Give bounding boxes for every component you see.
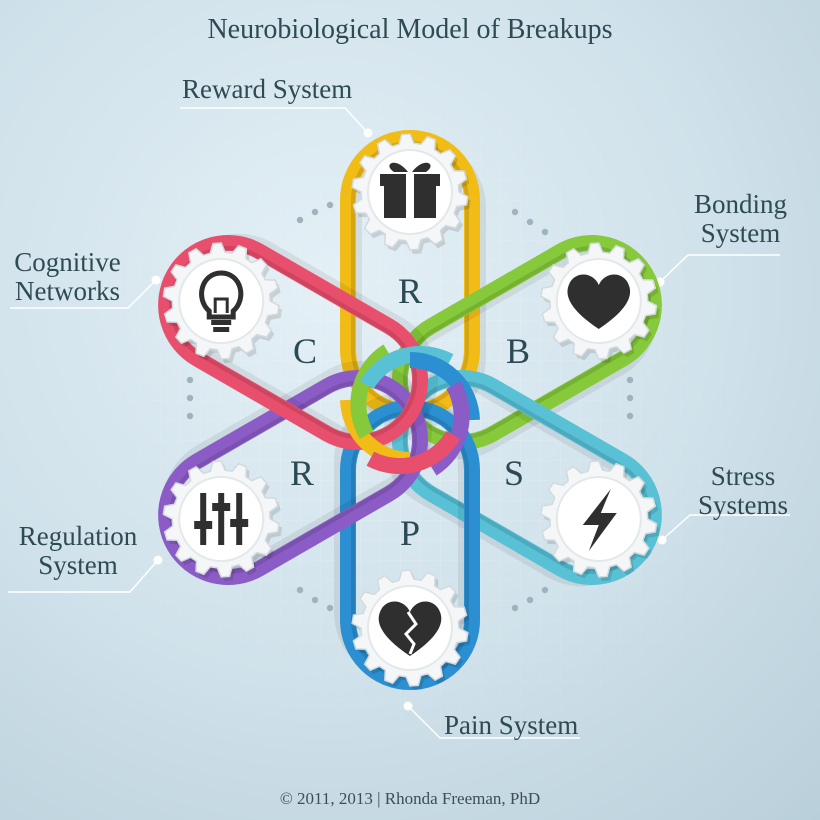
label-cognitive-line-2: Networks <box>15 276 120 307</box>
chain-link-overlap-stress <box>359 345 454 390</box>
label-stress-line-2: Systems <box>697 490 789 521</box>
gear-reward <box>351 133 471 254</box>
cycle-arrow-dot <box>541 228 549 236</box>
gift-icon <box>380 162 440 218</box>
cycle-arrow-dot <box>326 201 334 209</box>
label-regulation-line-1: Regulation <box>18 521 138 551</box>
lightning-icon <box>582 489 617 551</box>
label-connector-line <box>661 514 790 541</box>
lightbulb-icon <box>199 270 244 332</box>
gear-stress <box>540 460 660 581</box>
label-stress-systems: Stress Systems <box>688 461 798 521</box>
label-connector-line <box>407 705 580 739</box>
label-connector-dot <box>151 275 161 285</box>
letter-reward: R <box>397 271 422 311</box>
chain-link-front-arc <box>359 345 454 390</box>
heart-icon <box>567 274 631 329</box>
chain-link-front-arc <box>366 430 461 475</box>
label-reward-system: Reward System <box>182 74 353 104</box>
label-connector-line <box>180 107 369 134</box>
cycle-arrow-dot <box>326 604 334 612</box>
label-stress-line-1: Stress <box>710 461 776 491</box>
cycle-arrow-dot <box>296 216 304 224</box>
cycle-arrow-dot <box>626 394 634 402</box>
label-connector-line <box>659 254 780 283</box>
label-connector-line <box>10 279 157 309</box>
label-regulation-system: Regulation System <box>8 521 148 581</box>
gear-cognitive <box>162 242 283 363</box>
diagram-title: Neurobiological Model of Breakups <box>207 14 613 45</box>
label-cognitive-networks: Cognitive Networks <box>5 247 130 307</box>
cycle-arrow-dot <box>311 208 319 216</box>
label-connector-line <box>8 559 159 593</box>
cycle-arrow-dot <box>541 586 549 594</box>
chain-link-front-arc <box>350 344 393 439</box>
cycle-arrow-dot <box>526 218 534 226</box>
gear-pain <box>351 569 471 690</box>
cycle-arrow-dot <box>626 376 634 384</box>
letter-stress: S <box>503 453 525 493</box>
broken-heart-icon <box>378 601 442 656</box>
gear-regulation <box>162 460 283 581</box>
label-regulation-line-2: System <box>38 550 118 581</box>
copyright-footer: © 2011, 2013 | Rhonda Freeman, PhD <box>279 789 541 808</box>
letter-cognitive: C <box>292 331 317 371</box>
label-bonding-system: Bonding System <box>688 189 793 249</box>
cycle-arrow-dot <box>526 596 534 604</box>
gear-face <box>178 258 265 344</box>
label-connector-dot <box>153 555 163 565</box>
label-connector-dot <box>403 701 413 711</box>
cycle-arrow-dot <box>186 412 194 420</box>
chain-link-front-arc <box>409 352 480 421</box>
label-connector-dot <box>363 128 373 138</box>
label-pain-system: Pain System <box>444 710 579 740</box>
label-cognitive-line-1: Cognitive <box>14 247 121 277</box>
cycle-arrow-dot <box>186 394 194 402</box>
letter-bonding: B <box>505 331 530 371</box>
sliders-icon <box>194 493 249 545</box>
label-connector-dot <box>657 535 667 545</box>
chain-link-overlap-bonding <box>350 344 393 439</box>
cycle-arrow-dot <box>296 586 304 594</box>
letter-regulation: R <box>289 453 314 493</box>
cycle-arrow-dot <box>186 376 194 384</box>
label-bonding-line-1: Bonding <box>693 189 787 219</box>
cycle-arrow-dot <box>511 208 519 216</box>
letter-pain: P <box>399 513 421 553</box>
chain-link-front-arc <box>427 381 470 476</box>
cycle-arrow-dot <box>511 604 519 612</box>
chain-link-overlap-pain <box>409 352 480 421</box>
cycle-arrows <box>186 201 634 612</box>
chain-link-overlap-regulation <box>427 381 470 476</box>
chain-link-overlap-cognitive <box>366 430 461 475</box>
cycle-arrow-dot <box>626 412 634 420</box>
label-bonding-line-2: System <box>700 218 781 249</box>
gear-bonding <box>540 242 660 363</box>
cycle-arrow-dot <box>311 596 319 604</box>
